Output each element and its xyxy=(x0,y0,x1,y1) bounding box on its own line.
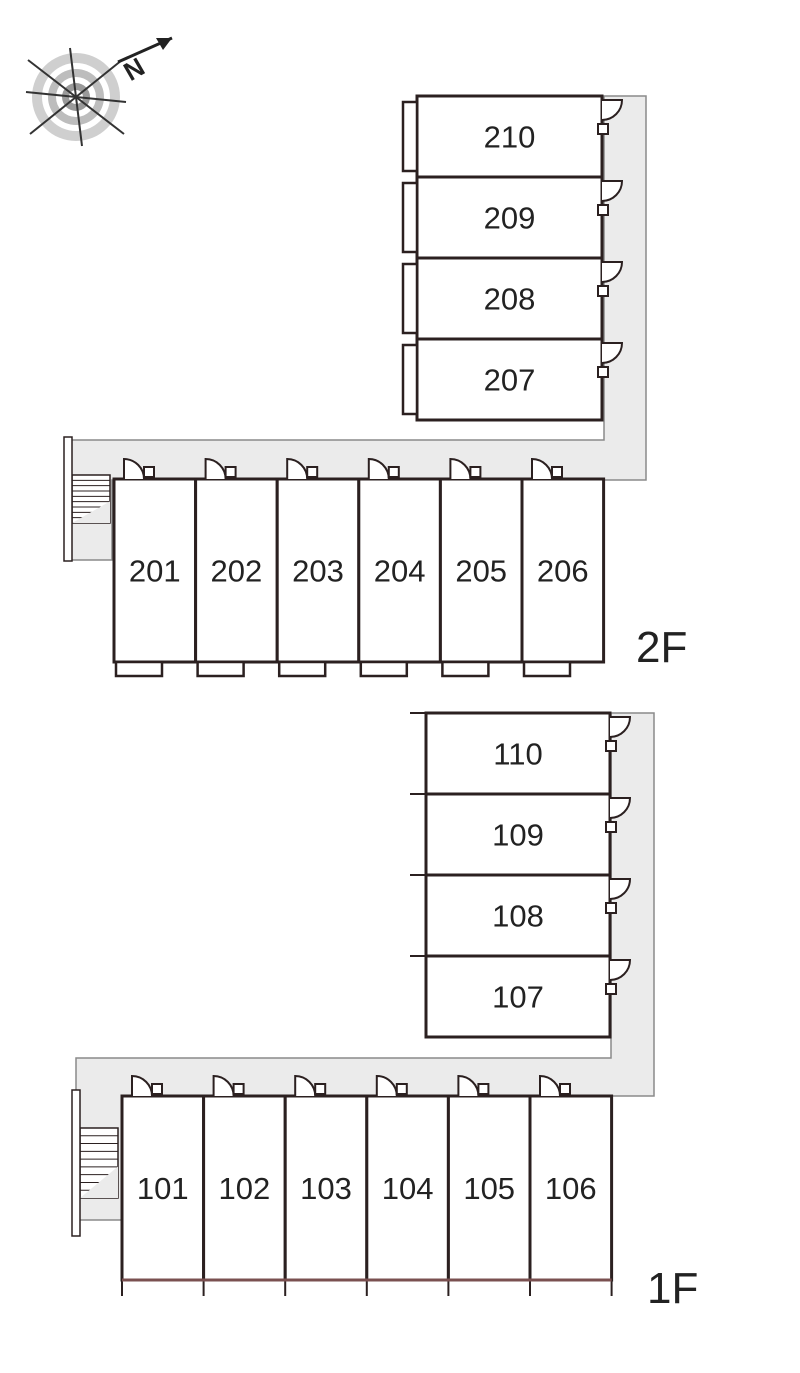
room-label-107: 107 xyxy=(492,980,544,1015)
meter-icon xyxy=(605,740,617,752)
door-icon xyxy=(601,180,624,202)
stair-shade xyxy=(80,1166,118,1198)
room-label-109: 109 xyxy=(492,818,544,853)
corridor xyxy=(67,95,647,561)
stair-wall xyxy=(63,436,73,562)
door-icon xyxy=(609,959,632,981)
meter-icon xyxy=(224,466,237,478)
room-201 xyxy=(112,477,198,664)
room-label-201: 201 xyxy=(129,554,181,589)
meter-icon xyxy=(605,902,617,914)
room-110 xyxy=(424,711,612,796)
door-icon xyxy=(601,99,624,121)
meter-icon xyxy=(559,1083,571,1095)
balcony xyxy=(401,262,419,335)
room-103 xyxy=(283,1094,369,1282)
door-icon xyxy=(609,716,632,738)
meter-icon xyxy=(469,466,482,478)
meter-icon xyxy=(143,466,155,478)
room-label-208: 208 xyxy=(484,282,536,317)
room-label-105: 105 xyxy=(463,1171,515,1206)
meter-icon xyxy=(597,204,609,216)
room-label-203: 203 xyxy=(292,554,344,589)
room-204 xyxy=(357,477,442,664)
floor-2-label: 2F xyxy=(636,623,687,672)
compass-icon: N xyxy=(25,36,173,147)
room-label-108: 108 xyxy=(492,899,544,934)
room-label-209: 209 xyxy=(484,201,536,236)
meter-icon xyxy=(477,1083,490,1095)
balcony xyxy=(359,660,409,678)
balcony xyxy=(401,181,419,254)
meter-icon xyxy=(605,821,617,833)
meter-icon xyxy=(387,466,400,478)
meter-icon xyxy=(151,1083,163,1095)
room-label-205: 205 xyxy=(455,554,507,589)
meter-icon xyxy=(395,1083,408,1095)
meter-icon xyxy=(605,983,617,995)
door-icon xyxy=(609,797,632,819)
room-label-202: 202 xyxy=(211,554,263,589)
balcony xyxy=(196,660,245,678)
stair-shade xyxy=(72,501,110,523)
room-109 xyxy=(424,792,612,877)
room-108 xyxy=(424,873,612,958)
room-209 xyxy=(415,175,604,260)
balcony xyxy=(114,660,164,678)
room-203 xyxy=(275,477,361,664)
compass-north-label: N xyxy=(118,51,149,86)
room-101 xyxy=(120,1094,206,1282)
room-label-204: 204 xyxy=(374,554,426,589)
room-207 xyxy=(415,337,604,422)
room-label-103: 103 xyxy=(300,1171,352,1206)
room-label-207: 207 xyxy=(484,363,536,398)
balcony xyxy=(522,660,572,678)
balcony xyxy=(277,660,327,678)
room-label-206: 206 xyxy=(537,554,589,589)
room-label-110: 110 xyxy=(493,737,542,772)
door-icon xyxy=(601,342,624,364)
floor-1-label: 1F xyxy=(647,1264,698,1313)
meter-icon xyxy=(551,466,563,478)
room-label-210: 210 xyxy=(484,120,536,155)
floor-2-plan: 210 209 208 207 201 202 203 204 205 206 xyxy=(63,94,647,678)
room-104 xyxy=(365,1094,450,1282)
room-208 xyxy=(415,256,604,341)
meter-icon xyxy=(306,466,319,478)
balcony xyxy=(441,660,490,678)
floor-1-plan: 110 109 108 107 101 102 103 104 105 106 xyxy=(71,711,655,1296)
room-107 xyxy=(424,954,612,1039)
room-label-106: 106 xyxy=(545,1171,597,1206)
room-label-104: 104 xyxy=(382,1171,434,1206)
meter-icon xyxy=(314,1083,327,1095)
balcony xyxy=(401,343,419,416)
stair-wall xyxy=(71,1089,81,1237)
meter-icon xyxy=(597,285,609,297)
meter-icon xyxy=(597,123,609,135)
door-icon xyxy=(601,261,624,283)
meter-icon xyxy=(597,366,609,378)
room-label-102: 102 xyxy=(219,1171,271,1206)
door-icon xyxy=(609,878,632,900)
balcony xyxy=(401,100,419,173)
room-label-101: 101 xyxy=(137,1171,189,1206)
meter-icon xyxy=(232,1083,245,1095)
